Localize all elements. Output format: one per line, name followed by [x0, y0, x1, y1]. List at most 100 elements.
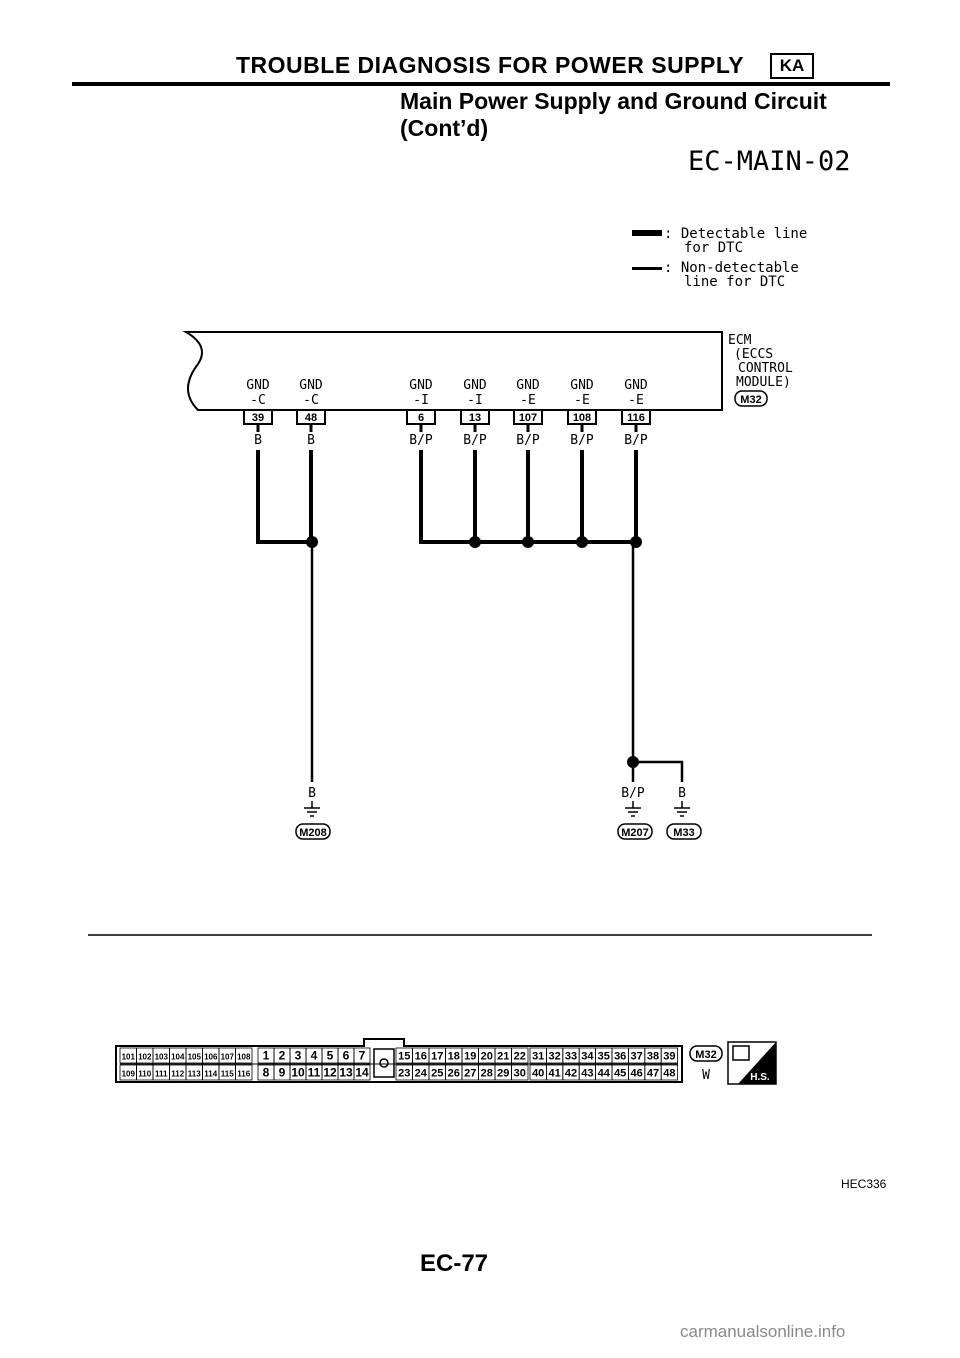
section-title: TROUBLE DIAGNOSIS FOR POWER SUPPLY — [236, 52, 745, 78]
terminal-pin-box — [460, 409, 490, 425]
connector-pin-number: 106 — [204, 1053, 218, 1062]
connector-pin-number: 7 — [359, 1049, 366, 1063]
figure-code: HEC336 — [841, 1177, 887, 1191]
legend-detectable-2: for DTC — [684, 240, 743, 256]
splices — [306, 536, 642, 768]
page-number: EC-77 — [420, 1250, 489, 1277]
connector-pin-number: 26 — [448, 1068, 460, 1080]
diagram-code: EC-MAIN-02 — [688, 146, 851, 177]
ecm-connector-id: M32 — [740, 394, 761, 406]
terminal-pin-number: 13 — [469, 412, 481, 424]
terminal-type-label: -E — [574, 393, 590, 408]
connector-pin-number: 11 — [308, 1066, 321, 1080]
connector-pin-number: 39 — [663, 1051, 675, 1063]
connector-pin-number: 108 — [237, 1053, 251, 1062]
ground-icon — [304, 801, 320, 817]
connector-pin-number: 28 — [481, 1068, 493, 1080]
connector-pin-number: 36 — [614, 1051, 626, 1063]
connector-pin-number: 105 — [188, 1053, 202, 1062]
splice-dot — [522, 536, 534, 548]
ground-connector-id: M207 — [621, 827, 649, 839]
connector-pin-number: 14 — [355, 1066, 369, 1080]
connector-pin-number: 12 — [323, 1066, 337, 1080]
connector-pin-number: 107 — [221, 1053, 235, 1062]
ground-wire-label: B/P — [621, 786, 645, 801]
grounds: B M208 B/P M207 B M33 — [295, 786, 702, 840]
terminal-pin-box — [567, 409, 597, 425]
connector-pin-number: 22 — [514, 1051, 526, 1063]
terminal-pin-box — [406, 409, 436, 425]
connector-pin-number: 3 — [295, 1049, 302, 1063]
splice-dot — [469, 536, 481, 548]
connector-pin-number: 30 — [514, 1068, 526, 1080]
terminal-pin-box — [296, 409, 326, 425]
terminal-type-label: -I — [467, 393, 483, 408]
connector-pin-number: 9 — [279, 1066, 286, 1080]
terminal-pin-box — [243, 409, 273, 425]
connector-pin-number: 47 — [647, 1068, 659, 1080]
connector-pin-cells — [119, 1047, 679, 1081]
terminal-type-label: -E — [520, 393, 536, 408]
watermark: carmanualsonline.info — [680, 1322, 846, 1341]
connector-pin-number: 32 — [548, 1051, 560, 1063]
connector-pin-number: 6 — [343, 1049, 350, 1063]
terminal-type-label: -I — [413, 393, 429, 408]
connector-id: M32 — [695, 1049, 716, 1061]
ground-connector-oval — [666, 823, 702, 840]
connector-pin-cell — [353, 1047, 371, 1064]
ground-wire-label: B — [308, 786, 316, 801]
wire-color-label: B/P — [570, 433, 594, 448]
connector-pin-number: 115 — [221, 1070, 234, 1079]
wire-39 — [256, 450, 311, 544]
connector-pin-number: 102 — [138, 1053, 152, 1062]
connector-pin-number: 24 — [415, 1068, 428, 1080]
connector-pin-number: 19 — [464, 1051, 476, 1063]
latch-hole-icon — [379, 1058, 389, 1068]
ground-run-m33 — [633, 760, 684, 782]
terminal-pin-number: 6 — [418, 412, 424, 424]
splice-dot — [630, 536, 642, 548]
connector-outline — [115, 1038, 683, 1083]
connector-pin-cell — [353, 1064, 371, 1081]
connector-pin-number: 42 — [565, 1068, 577, 1080]
wire-color-label: B — [307, 433, 315, 448]
connector-pin-number: 48 — [663, 1068, 675, 1080]
ground-connector-id: M33 — [673, 827, 694, 839]
hs-symbol-triangle — [738, 1042, 776, 1084]
connector-pin-number: 113 — [188, 1070, 201, 1079]
header-rule — [72, 82, 890, 86]
connector-pin-number: 21 — [497, 1051, 509, 1063]
detectable-line-sample — [632, 230, 662, 236]
terminal-pin-number: 116 — [627, 412, 645, 424]
connector-pin-number: 13 — [339, 1066, 353, 1080]
connector-pin-number: 4 — [311, 1049, 318, 1063]
connector-pin-number: 40 — [532, 1068, 544, 1080]
connector-id-oval — [689, 1045, 723, 1062]
connector-pin-number: 10 — [291, 1066, 305, 1080]
connector-pin-number: 104 — [171, 1053, 185, 1062]
connector-pin-number: 1 — [263, 1049, 270, 1063]
wire-color-label: B/P — [624, 433, 648, 448]
connector-pin-number: 34 — [581, 1051, 594, 1063]
connector-pin-number: 2 — [279, 1049, 286, 1063]
connector-pin-number: 31 — [532, 1051, 544, 1063]
connector-pin-number: 29 — [497, 1068, 509, 1080]
splice-dot — [576, 536, 588, 548]
connector-pin-number: 8 — [263, 1066, 270, 1080]
wire-color-label: B/P — [409, 433, 433, 448]
subtitle-line2: (Cont’d) — [400, 115, 489, 141]
ecm-name-4: MODULE) — [736, 375, 791, 390]
connector-icon — [732, 1045, 750, 1061]
connector-pin-number: 46 — [630, 1068, 642, 1080]
connector-pin-number: 25 — [431, 1068, 443, 1080]
hs-label: H.S. — [750, 1072, 770, 1083]
connector-pin-number: 33 — [565, 1051, 577, 1063]
ground-connector-id: M208 — [299, 827, 327, 839]
ground-connector-oval — [295, 823, 331, 840]
connector-pin-number: 15 — [398, 1051, 410, 1063]
terminal-pin-number: 39 — [252, 412, 264, 424]
wires — [256, 450, 638, 544]
connector-pin-number: 111 — [155, 1070, 168, 1079]
connector-pin-number: 103 — [155, 1053, 169, 1062]
